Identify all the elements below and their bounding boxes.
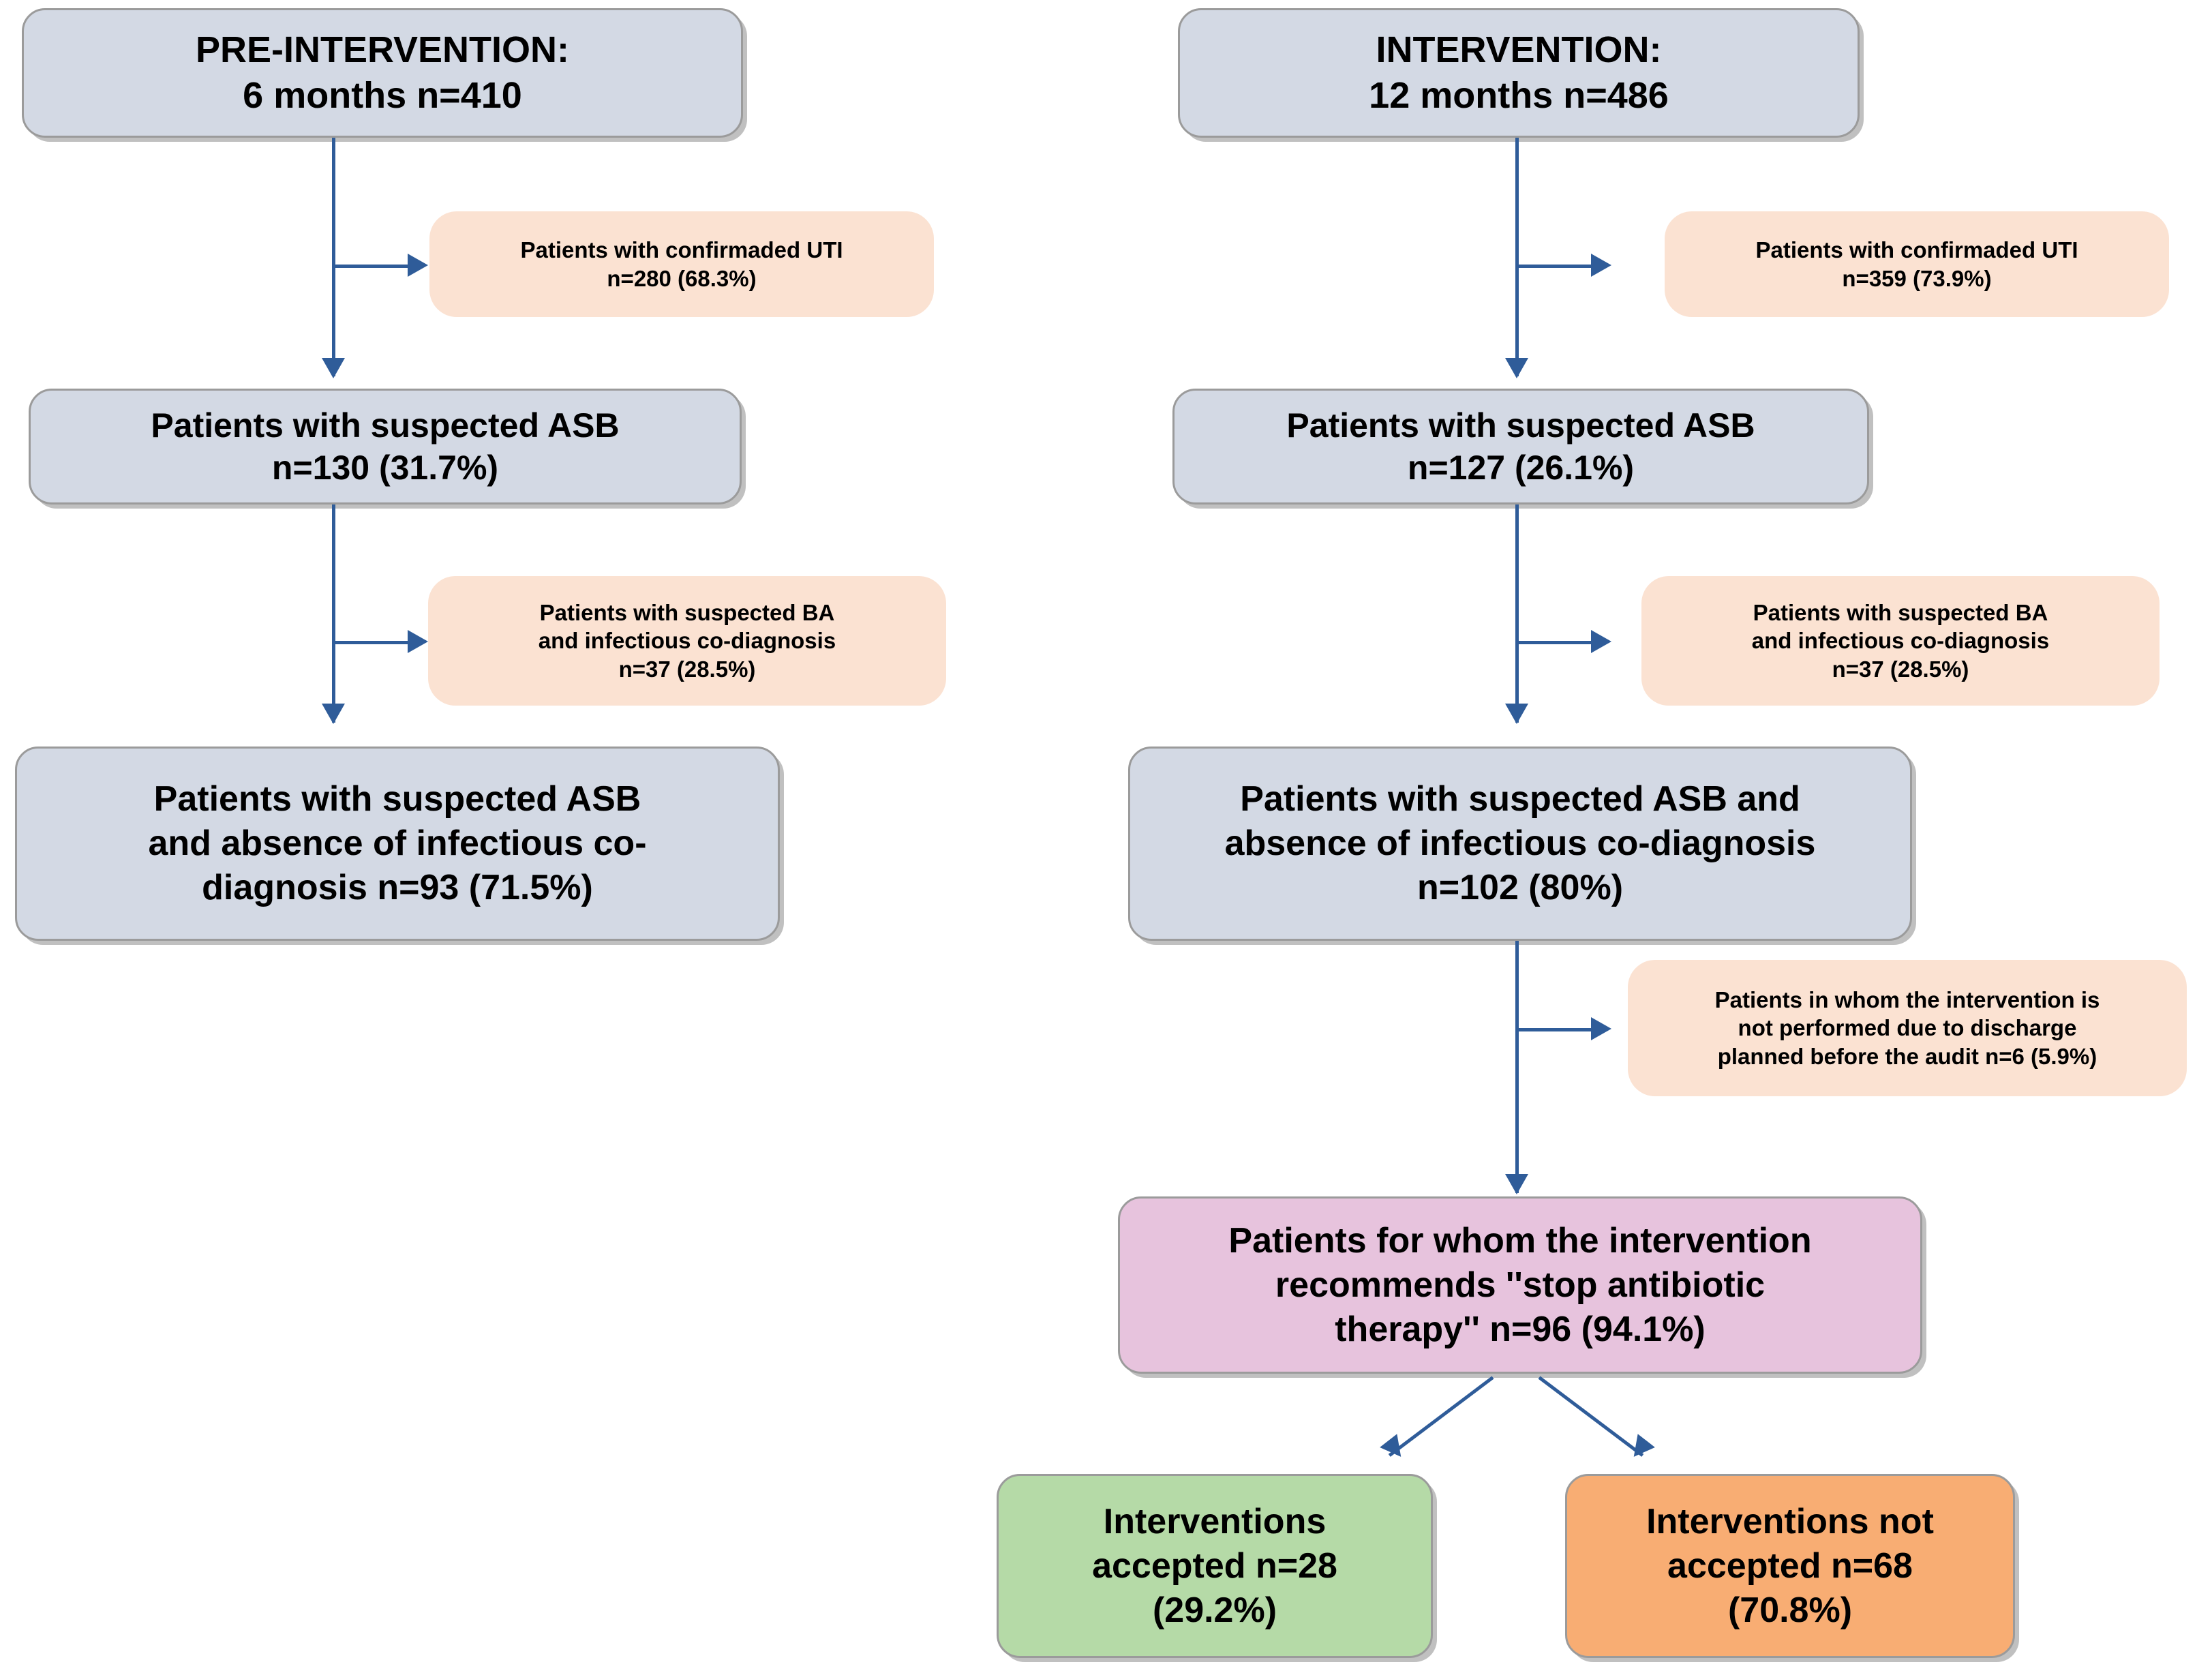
node-right-asb-absence: Patients with suspected ASB and absence … bbox=[1128, 747, 1912, 941]
node-interventions-accepted: Interventions accepted n=28 (29.2%) bbox=[997, 1474, 1433, 1658]
connector-left-trunk-1 bbox=[332, 138, 335, 376]
arrow-left-branch-ba bbox=[408, 630, 428, 653]
arrow-left-branch-uti bbox=[408, 254, 428, 277]
node-stop-antibiotic-therapy: Patients for whom the intervention recom… bbox=[1118, 1196, 1922, 1374]
connector-right-trunk-1 bbox=[1515, 138, 1519, 376]
node-right-excluded-uti: Patients with confirmaded UTI n=359 (73.… bbox=[1665, 211, 2169, 317]
node-right-suspected-asb: Patients with suspected ASB n=127 (26.1%… bbox=[1172, 389, 1869, 504]
arrow-right-trunk-2 bbox=[1505, 704, 1528, 724]
node-pre-intervention-header: PRE-INTERVENTION: 6 months n=410 bbox=[22, 8, 743, 138]
node-right-excluded-ba: Patients with suspected BA and infectiou… bbox=[1641, 576, 2160, 706]
node-left-excluded-ba: Patients with suspected BA and infectiou… bbox=[428, 576, 946, 706]
connector-left-trunk-2 bbox=[332, 504, 335, 723]
node-left-suspected-asb: Patients with suspected ASB n=130 (31.7%… bbox=[29, 389, 742, 504]
connector-right-branch-discharge bbox=[1515, 1028, 1601, 1031]
node-right-excluded-discharge: Patients in whom the intervention is not… bbox=[1628, 960, 2187, 1096]
node-intervention-header: INTERVENTION: 12 months n=486 bbox=[1178, 8, 1860, 138]
arrow-left-trunk-1 bbox=[322, 358, 345, 378]
arrow-right-branch-discharge bbox=[1591, 1017, 1611, 1040]
node-interventions-not-accepted: Interventions not accepted n=68 (70.8%) bbox=[1565, 1474, 2015, 1658]
arrow-right-branch-ba bbox=[1591, 630, 1611, 653]
node-left-asb-absence: Patients with suspected ASB and absence … bbox=[15, 747, 780, 941]
connector-left-branch-uti bbox=[332, 265, 417, 268]
arrow-right-trunk-1 bbox=[1505, 358, 1528, 378]
node-left-excluded-uti: Patients with confirmaded UTI n=280 (68.… bbox=[429, 211, 934, 317]
arrow-right-trunk-3 bbox=[1505, 1174, 1528, 1194]
connector-left-branch-ba bbox=[332, 641, 417, 644]
connector-right-trunk-3 bbox=[1515, 941, 1519, 1193]
arrow-left-trunk-2 bbox=[322, 704, 345, 724]
connector-right-trunk-2 bbox=[1515, 504, 1519, 723]
connector-right-branch-ba bbox=[1515, 641, 1601, 644]
arrow-fork-left bbox=[1380, 1434, 1410, 1464]
arrow-fork-right bbox=[1625, 1434, 1655, 1464]
connector-right-branch-uti bbox=[1515, 265, 1601, 268]
connector-fork-right bbox=[1538, 1376, 1644, 1457]
arrow-right-branch-uti bbox=[1591, 254, 1611, 277]
